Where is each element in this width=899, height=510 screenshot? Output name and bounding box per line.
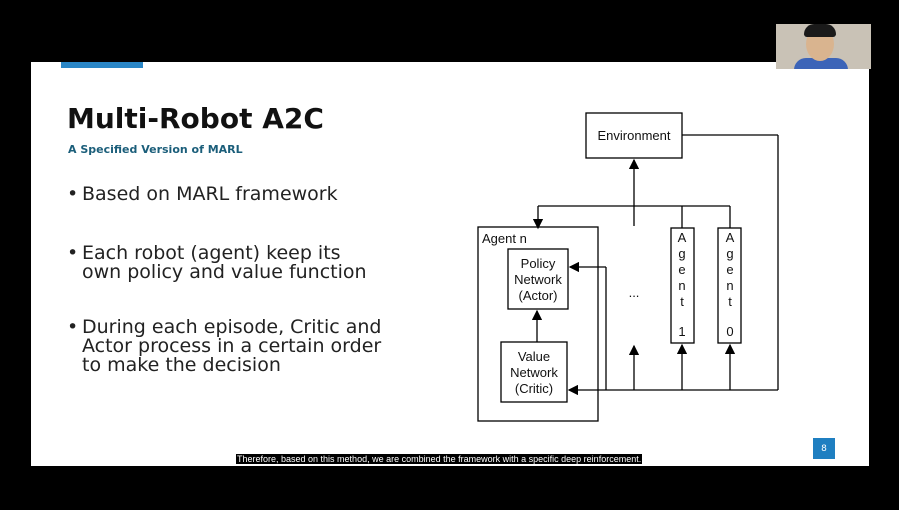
policy-label-2: Network	[514, 272, 562, 287]
policy-label-1: Policy	[521, 256, 556, 271]
agent1-letter: 1	[678, 324, 685, 339]
agent1-letter: t	[680, 294, 684, 309]
webcam-thumbnail[interactable]	[776, 24, 871, 69]
policy-label-3: (Actor)	[519, 288, 558, 303]
accent-bar	[61, 62, 143, 68]
slide-subtitle: A Specified Version of MARL	[68, 143, 243, 156]
agent0-letter: n	[726, 278, 733, 293]
environment-box	[585, 112, 683, 159]
agent1-letter: e	[678, 262, 685, 277]
policy-network-box	[507, 248, 569, 310]
agent-n-label: Agent n	[482, 231, 527, 246]
slide: Multi-Robot A2C A Specified Version of M…	[31, 62, 869, 466]
ellipsis: ...	[629, 285, 640, 300]
agent0-letter: 0	[726, 324, 733, 339]
value-label-2: Network	[510, 365, 558, 380]
bullet-item: Based on MARL framework	[67, 185, 338, 205]
bullet-item: Each robot (agent) keep its own policy a…	[67, 244, 367, 282]
subtitle-caption: Therefore, based on this method, we are …	[236, 454, 643, 464]
slide-title: Multi-Robot A2C	[67, 102, 324, 135]
marl-diagram: Environment Agent n Policy Network (Acto…	[477, 112, 779, 422]
page-number-badge: 8	[813, 438, 835, 459]
agent0-letter: g	[726, 246, 733, 261]
value-network-box	[500, 341, 568, 403]
value-label-3: (Critic)	[515, 381, 553, 396]
agent1-letter: g	[678, 246, 685, 261]
agent0-letter: e	[726, 262, 733, 277]
agent1-letter: n	[678, 278, 685, 293]
agent0-letter: A	[726, 230, 735, 245]
hair-icon	[804, 24, 836, 37]
bullet-item: During each episode, Critic and Actor pr…	[67, 318, 381, 375]
agent1-letter: A	[678, 230, 687, 245]
person-icon	[794, 58, 848, 69]
environment-label: Environment	[598, 128, 671, 143]
agent0-letter: t	[728, 294, 732, 309]
value-label-1: Value	[518, 349, 550, 364]
